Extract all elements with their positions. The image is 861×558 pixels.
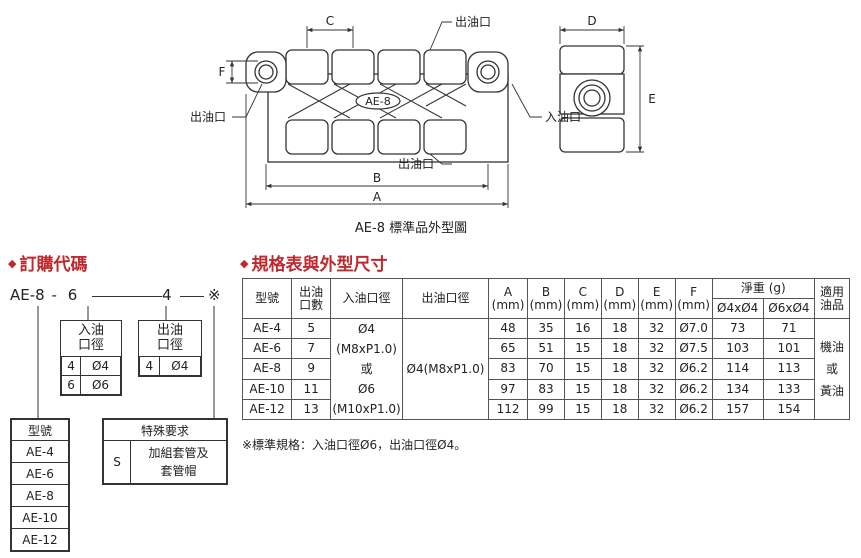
list-item: AE-4 [11,440,69,463]
hdr-c: C(mm) [563,278,602,319]
spec-header-row: 型號 出油口數 入油口徑 出油口徑 A(mm) B(mm) C(mm) D(mm… [241,278,850,319]
table-row: AE-12 13 112 99 15 18 32 Ø6.2 157 154 [241,398,850,421]
dim-b-label: B [373,171,381,185]
model-box-title: 型號 [11,419,69,441]
hdr-model: 型號 [241,278,293,319]
oil-cell: 機油 或 黃油 [814,318,850,420]
list-item: AE-8 [11,484,69,507]
order-connectors [37,306,215,418]
dim-e-label: E [648,92,656,106]
special-desc: 加組套管及 套管帽 [130,440,227,484]
outlet-label-left: 出油口 [190,110,226,124]
spec-title: ◆規格表與外型尺寸 [240,255,388,275]
hdr-d: D(mm) [600,278,639,319]
dim-f-label: F [219,65,226,79]
outlet-label-top: 出油口 [455,15,491,29]
code-dash-1: - [51,286,57,304]
list-item: AE-6 [11,462,69,485]
hdr-inlet: 入油口徑 [330,278,403,319]
hdr-b: B(mm) [527,278,565,319]
outlet-label-bottom: 出油口 [398,157,434,171]
diamond-icon: ◆ [8,257,17,270]
code-special: ※ [208,286,221,304]
order-code-title: ◆訂購代碼 [8,255,88,275]
drawing-caption: AE-8 標準品外型圖 [355,220,467,236]
table-row: AE-10 11 97 83 15 18 32 Ø6.2 134 133 [241,378,850,400]
outlet-cell: Ø4(M8xP1.0) [401,318,490,420]
dim-d-label: D [587,14,596,28]
part-label: AE-8 [365,95,390,108]
hdr-w1: Ø4xØ4 [711,298,764,319]
special-request-box: 特殊要求 S 加組套管及 套管帽 [102,418,228,485]
code-line-2 [180,296,204,297]
model-box-table: 型號 AE-4 AE-6 AE-8 AE-10 AE-12 [11,419,69,551]
inlet-label: 入油口 [545,110,581,124]
spec-table: 型號 出油口數 入油口徑 出油口徑 A(mm) B(mm) C(mm) D(mm… [241,278,850,421]
table-row: AE-6 7 65 51 15 18 32 Ø7.5 103 101 [241,338,850,360]
list-item: AE-10 [11,506,69,529]
hdr-oil: 適用油品 [814,278,850,319]
spec-note: ※標準規格：入油口徑Ø6，出油口徑Ø4。 [242,438,467,452]
special-code: S [103,440,131,484]
order-code-line: AE-8 - 6 [10,286,77,304]
special-box-table: 特殊要求 S 加組套管及 套管帽 [103,419,227,484]
table-row: AE-4 5 Ø4 (M8xP1.0) 或 Ø6 (M10xP1.0) Ø4(M… [241,317,850,420]
inlet-cell: Ø4 (M8xP1.0) 或 Ø6 (M10xP1.0) [330,318,403,420]
hdr-weight: 淨重 (g) [711,278,816,299]
diamond-icon: ◆ [240,257,249,270]
inlet-box-title: 入油口徑 [77,323,104,353]
dim-c-label: C [326,14,334,28]
code-outlet: 4 [162,286,172,304]
hdr-w2: Ø6xØ4 [762,298,816,319]
code-line-1 [92,296,162,297]
special-box-title: 特殊要求 [103,419,227,441]
hdr-f: F(mm) [674,278,713,319]
hdr-a: A(mm) [488,278,528,319]
hdr-outlet: 出油口徑 [401,278,490,319]
code-inlet: 6 [67,286,78,304]
dim-a-label: A [373,190,382,204]
list-item: AE-12 [11,528,69,551]
model-box: 型號 AE-4 AE-6 AE-8 AE-10 AE-12 [10,418,70,552]
code-model: AE-8 [10,286,45,304]
hdr-e: E(mm) [637,278,676,319]
outlet-box-title: 出油口徑 [156,323,183,353]
technical-drawing: AE-8 [190,14,656,236]
hdr-outlets: 出油口數 [291,278,332,319]
table-row: AE-8 9 83 70 15 18 32 Ø6.2 114 113 [241,358,850,380]
